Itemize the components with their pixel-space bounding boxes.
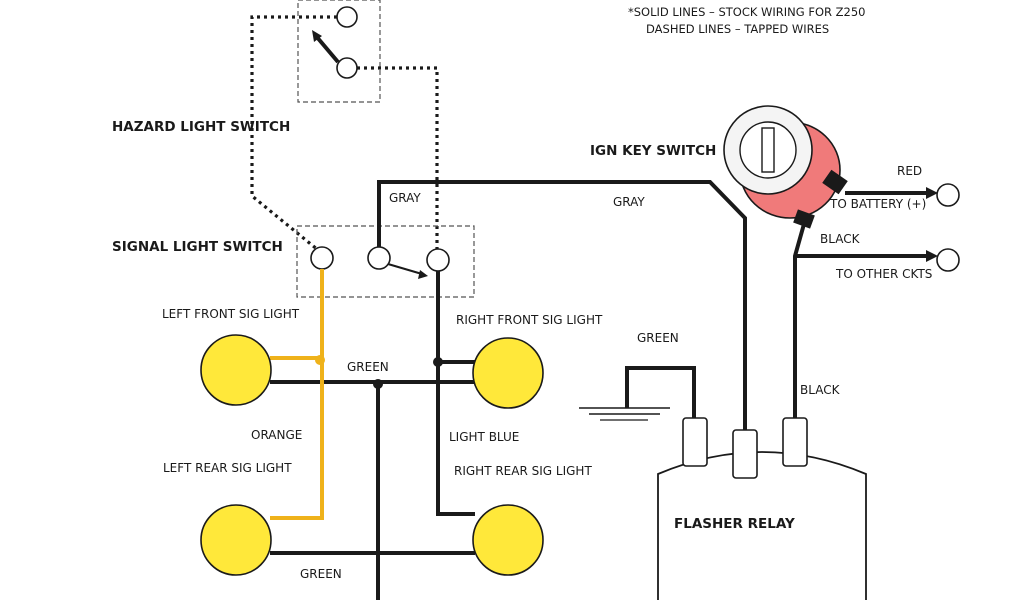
to-other-ckts-label: TO OTHER CKTS xyxy=(835,267,932,281)
relay-terminal-black xyxy=(782,417,808,467)
red-wire-arrow xyxy=(926,187,938,199)
black-wire-label-relay: BLACK xyxy=(800,383,841,397)
ign-terminal-red xyxy=(822,169,848,195)
to-battery-label: TO BATTERY (+) xyxy=(829,197,926,211)
flasher-relay-body xyxy=(657,451,867,600)
orange-junction xyxy=(315,355,325,365)
gray-wire-label-switch: GRAY xyxy=(389,191,421,205)
battery-terminal xyxy=(936,183,960,207)
signal-terminal-right xyxy=(426,248,450,272)
green-junction xyxy=(373,379,383,389)
left-rear-lamp xyxy=(200,504,272,576)
orange-wire-label: ORANGE xyxy=(251,428,302,442)
left-front-lamp xyxy=(200,334,272,406)
signal-lever-arrow xyxy=(418,270,428,279)
hazard-terminal-top xyxy=(336,6,358,28)
hazard-switch-lever xyxy=(314,34,340,64)
black-wire-label-top: BLACK xyxy=(820,232,861,246)
ign-key-switch-label: IGN KEY SWITCH xyxy=(590,143,716,159)
gray-wire xyxy=(377,180,747,438)
hazard-light-switch-label: HAZARD LIGHT SWITCH xyxy=(112,119,290,135)
left-front-sig-light-label: LEFT FRONT SIG LIGHT xyxy=(162,307,300,321)
right-front-lamp xyxy=(472,337,544,409)
right-front-sig-light-label: RIGHT FRONT SIG LIGHT xyxy=(456,313,603,327)
gray-wire-label-main: GRAY xyxy=(613,195,645,209)
left-rear-sig-light-label: LEFT REAR SIG LIGHT xyxy=(163,461,292,475)
signal-switch-box xyxy=(296,225,475,298)
flasher-relay-label: FLASHER RELAY xyxy=(674,516,795,532)
relay-terminal-ground xyxy=(682,417,708,467)
right-rear-sig-light-label: RIGHT REAR SIG LIGHT xyxy=(454,464,592,478)
dashed-wire-left xyxy=(250,15,337,252)
green-wire-label-relay: GREEN xyxy=(637,331,679,345)
signal-switch-lever xyxy=(387,263,423,275)
right-rear-lamp xyxy=(472,504,544,576)
hazard-lever-arrow xyxy=(312,30,322,42)
other-circuits-terminal xyxy=(936,248,960,272)
signal-light-switch-label: SIGNAL LIGHT SWITCH xyxy=(112,239,283,255)
green-wire-label-bottom: GREEN xyxy=(300,567,342,581)
flasher-relay-fill xyxy=(658,474,866,600)
green-wire-label-mid: GREEN xyxy=(347,360,389,374)
green-ground-wire xyxy=(625,366,696,418)
signal-terminal-center xyxy=(367,246,391,270)
black-wire-arrow xyxy=(926,250,938,262)
light-blue-wire xyxy=(436,271,475,516)
light-blue-wire-label: LIGHT BLUE xyxy=(449,430,519,444)
dashed-wire-right xyxy=(357,66,439,250)
ign-terminal-black xyxy=(793,209,815,229)
signal-terminal-left xyxy=(310,246,334,270)
hazard-switch-box xyxy=(297,0,381,103)
orange-wire xyxy=(270,269,324,520)
note-dashed-lines: DASHED LINES – TAPPED WIRES xyxy=(646,22,829,36)
ign-key-slot xyxy=(761,127,775,173)
right-junction xyxy=(433,357,443,367)
hazard-terminal-bottom xyxy=(336,57,358,79)
red-wire-label: RED xyxy=(897,164,922,178)
note-solid-lines: *SOLID LINES – STOCK WIRING FOR Z250 xyxy=(628,5,866,19)
relay-terminal-gray xyxy=(732,429,758,479)
